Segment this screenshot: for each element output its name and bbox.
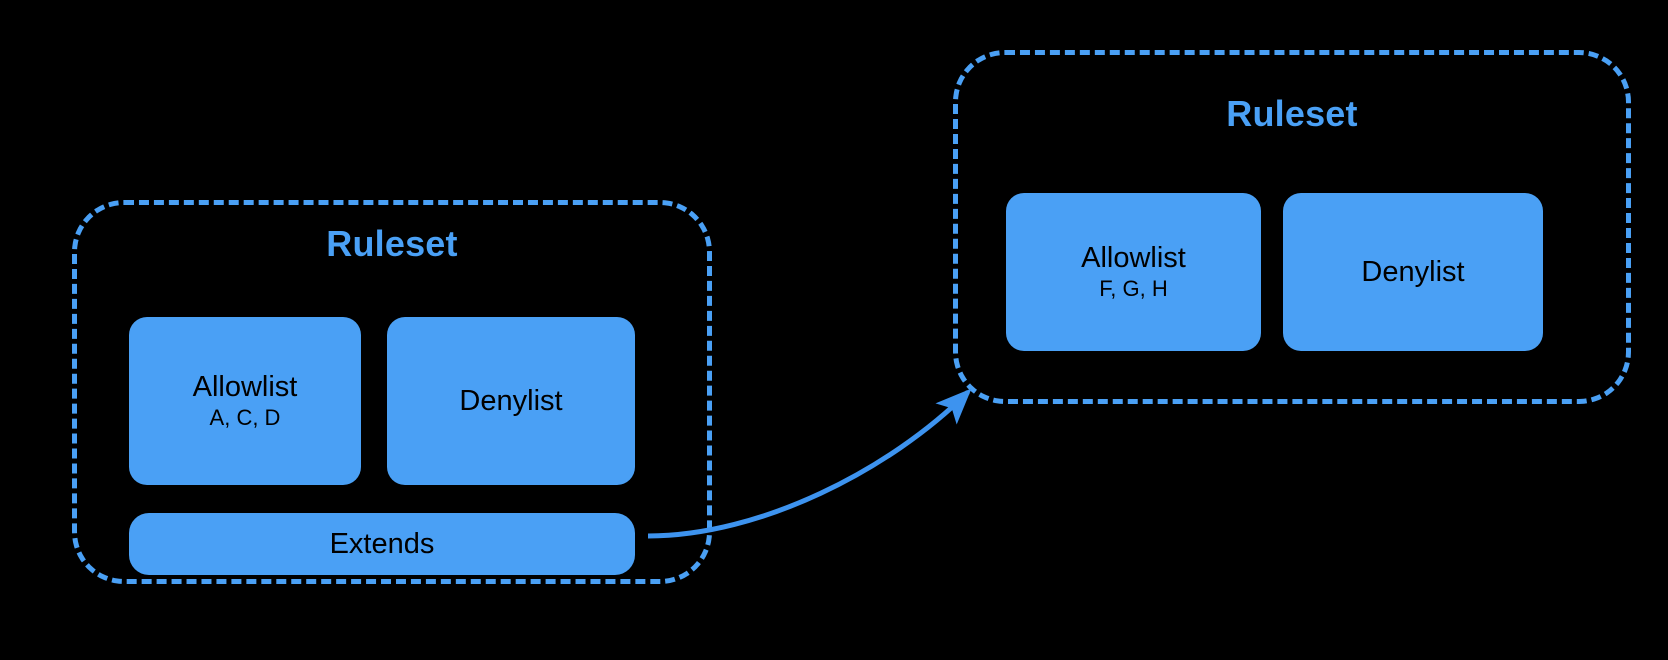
card-allowlist-right-title: Allowlist: [1081, 242, 1186, 275]
ruleset-right[interactable]: Ruleset Allowlist F, G, H Denylist: [953, 50, 1631, 404]
card-denylist-left[interactable]: Denylist: [387, 317, 635, 485]
card-allowlist-left-title: Allowlist: [192, 371, 298, 404]
card-allowlist-left[interactable]: Allowlist A, C, D: [129, 317, 361, 485]
ruleset-left[interactable]: Ruleset Allowlist A, C, D Denylist Exten…: [72, 200, 712, 584]
card-denylist-right[interactable]: Denylist: [1283, 193, 1543, 351]
card-extends-left[interactable]: Extends: [129, 513, 635, 575]
ruleset-right-title: Ruleset: [1226, 93, 1358, 134]
card-extends-left-title: Extends: [329, 527, 435, 560]
ruleset-left-title: Ruleset: [326, 223, 458, 264]
card-allowlist-left-values: A, C, D: [209, 404, 281, 430]
card-allowlist-right[interactable]: Allowlist F, G, H: [1006, 193, 1261, 351]
card-allowlist-right-values: F, G, H: [1099, 275, 1168, 301]
card-denylist-right-title: Denylist: [1361, 255, 1465, 288]
card-denylist-left-title: Denylist: [459, 384, 563, 417]
